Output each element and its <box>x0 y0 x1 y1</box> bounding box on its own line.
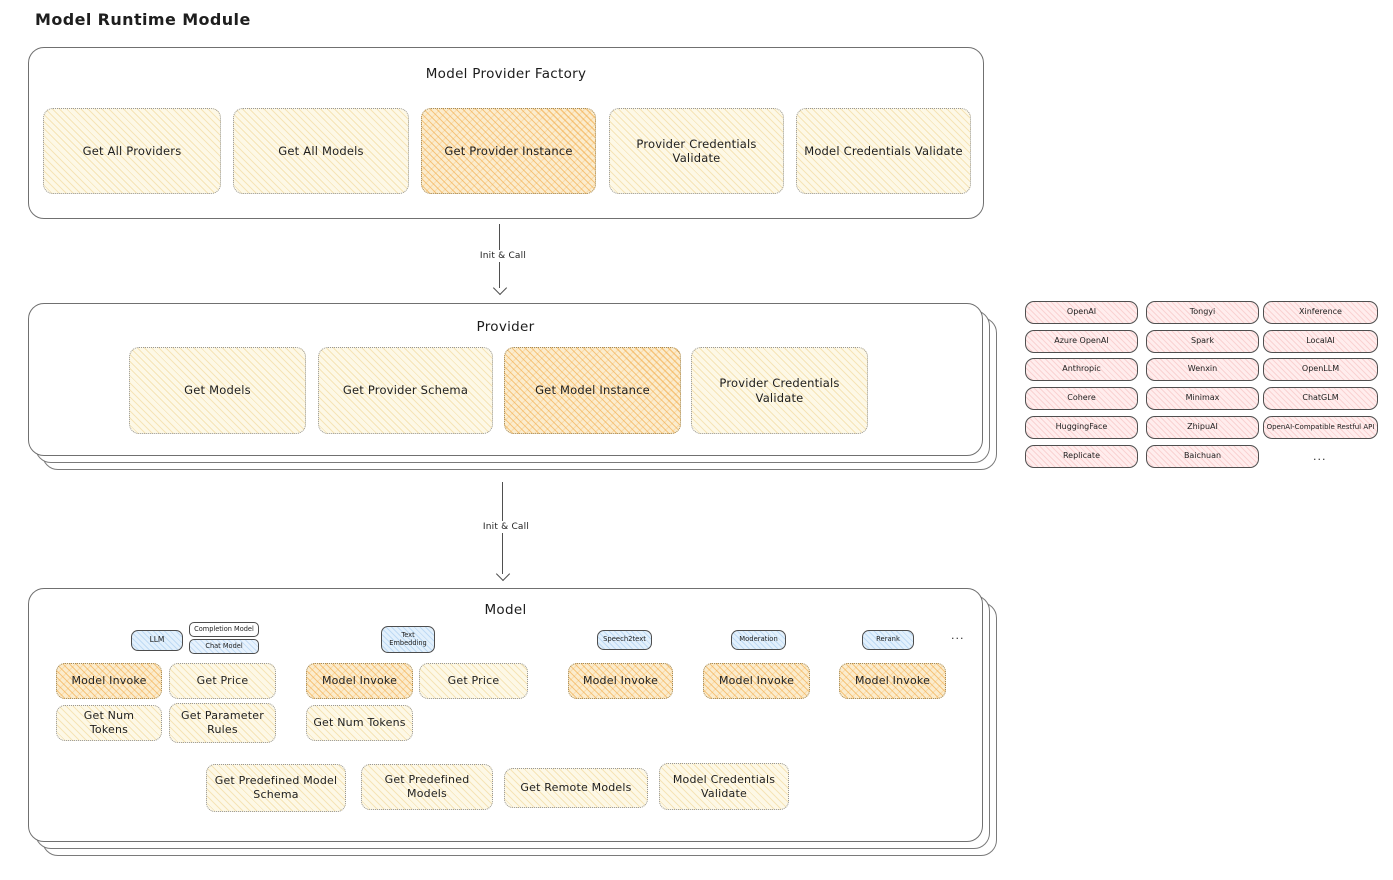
model-text-embedding-button-model-invoke: Model Invoke <box>306 663 413 699</box>
factory-title: Model Provider Factory <box>425 66 587 82</box>
model-type-pill-llm: LLM <box>131 630 183 651</box>
model-llm-button-get-price: Get Price <box>169 663 276 699</box>
model-text-embedding-button-get-num-tokens: Get Num Tokens <box>306 705 413 741</box>
provider-pill-azure-openai: Azure OpenAI <box>1025 330 1138 353</box>
factory-button-get-all-models: Get All Models <box>233 108 409 194</box>
provider-box: Provider Get Models Get Provider Schema … <box>28 303 983 456</box>
provider-title: Provider <box>476 319 535 335</box>
provider-pill-localai: LocalAI <box>1263 330 1378 353</box>
factory-button-get-all-providers: Get All Providers <box>43 108 221 194</box>
model-llm-button-get-num-tokens: Get Num Tokens <box>56 705 162 741</box>
model-title: Model <box>484 602 527 618</box>
provider-pill-openai: OpenAI <box>1025 301 1138 324</box>
provider-pill-wenxin: Wenxin <box>1146 358 1259 381</box>
provider-button-get-provider-schema: Get Provider Schema <box>318 347 493 434</box>
arrow-provider-to-model-head <box>495 566 511 582</box>
model-llm-button-get-parameter-rules: Get Parameter Rules <box>169 703 276 743</box>
page-title: Model Runtime Module <box>35 10 251 29</box>
arrow-factory-to-provider-head <box>492 280 508 296</box>
model-box: Model LLM Completion Model Chat Model Te… <box>28 588 983 842</box>
provider-pill-cohere: Cohere <box>1025 387 1138 410</box>
model-button-get-predefined-models: Get Predefined Models <box>361 764 493 810</box>
provider-pill-baichuan: Baichuan <box>1146 445 1259 468</box>
arrow-provider-to-model-label: Init & Call <box>465 521 547 533</box>
provider-pill-chatglm: ChatGLM <box>1263 387 1378 410</box>
model-llm-button-model-invoke: Model Invoke <box>56 663 162 699</box>
model-type-tag-chat-model: Chat Model <box>189 639 259 654</box>
provider-pill-anthropic: Anthropic <box>1025 358 1138 381</box>
provider-pill-huggingface: HuggingFace <box>1025 416 1138 439</box>
provider-button-get-models: Get Models <box>129 347 306 434</box>
model-types-more: ... <box>951 629 965 642</box>
factory-button-get-provider-instance: Get Provider Instance <box>421 108 596 194</box>
model-button-get-remote-models: Get Remote Models <box>504 768 648 808</box>
model-button-get-predefined-model-schema: Get Predefined Model Schema <box>206 764 346 812</box>
model-type-pill-text-embedding: Text Embedding <box>381 626 435 653</box>
provider-pill-minimax: Minimax <box>1146 387 1259 410</box>
model-moderation-button-model-invoke: Model Invoke <box>703 663 810 699</box>
provider-pill-tongyi: Tongyi <box>1146 301 1259 324</box>
model-rerank-button-model-invoke: Model Invoke <box>839 663 946 699</box>
provider-pill-xinference: Xinference <box>1263 301 1378 324</box>
factory-box: Model Provider Factory Get All Providers… <box>28 47 984 219</box>
model-type-pill-moderation: Moderation <box>731 630 786 650</box>
provider-button-provider-credentials-validate: Provider Credentials Validate <box>691 347 868 434</box>
provider-pill-openllm: OpenLLM <box>1263 358 1378 381</box>
model-button-model-credentials-validate: Model Credentials Validate <box>659 763 789 810</box>
provider-pill-replicate: Replicate <box>1025 445 1138 468</box>
model-type-pill-speech2text: Speech2text <box>597 630 652 650</box>
arrow-factory-to-provider-label: Init & Call <box>462 250 544 262</box>
model-type-tag-completion-model: Completion Model <box>189 622 259 637</box>
model-type-pill-rerank: Rerank <box>862 630 914 650</box>
provider-pill-zhipuai: ZhipuAI <box>1146 416 1259 439</box>
provider-list-more: ... <box>1313 450 1327 463</box>
provider-pill-openai-compatible: OpenAI-Compatible Restful API <box>1263 416 1378 439</box>
factory-button-model-credentials-validate: Model Credentials Validate <box>796 108 971 194</box>
provider-button-get-model-instance: Get Model Instance <box>504 347 681 434</box>
provider-pill-spark: Spark <box>1146 330 1259 353</box>
model-text-embedding-button-get-price: Get Price <box>419 663 528 699</box>
factory-button-provider-credentials-validate: Provider Credentials Validate <box>609 108 784 194</box>
model-speech2text-button-model-invoke: Model Invoke <box>568 663 673 699</box>
